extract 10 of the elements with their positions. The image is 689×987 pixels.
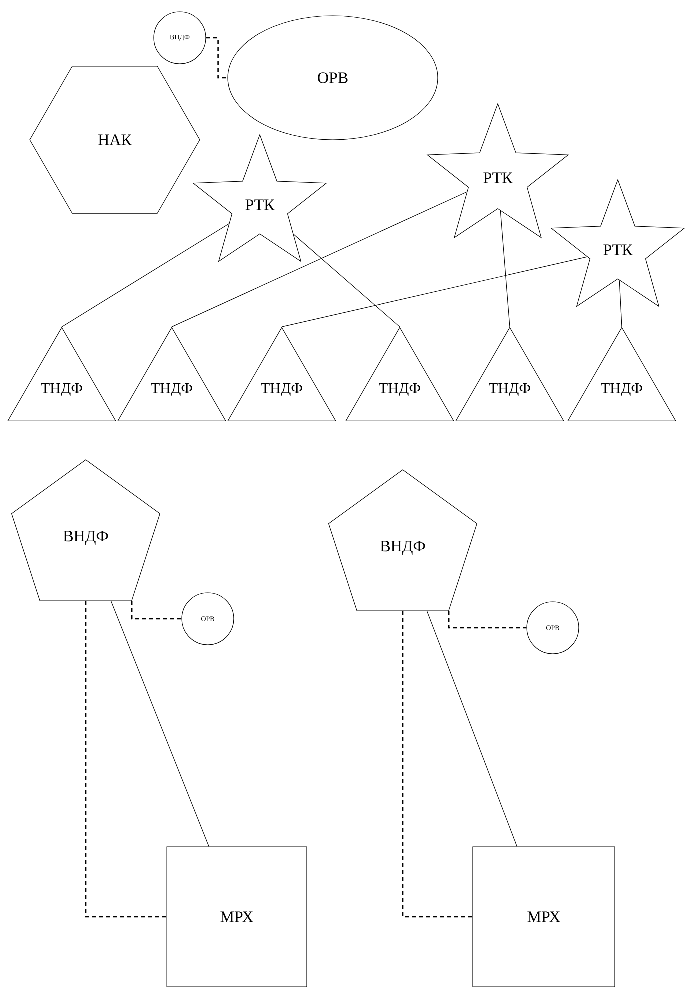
connector-line	[111, 601, 210, 847]
connector-line	[426, 611, 518, 847]
dashed-connector	[131, 601, 182, 620]
connector-line	[62, 224, 230, 328]
dashed-connector	[448, 611, 527, 629]
dashed-connector	[85, 601, 167, 918]
connector-line	[172, 192, 468, 328]
connector-line	[294, 234, 400, 328]
dashed-connector	[402, 611, 473, 918]
dashed-connector	[206, 37, 228, 79]
